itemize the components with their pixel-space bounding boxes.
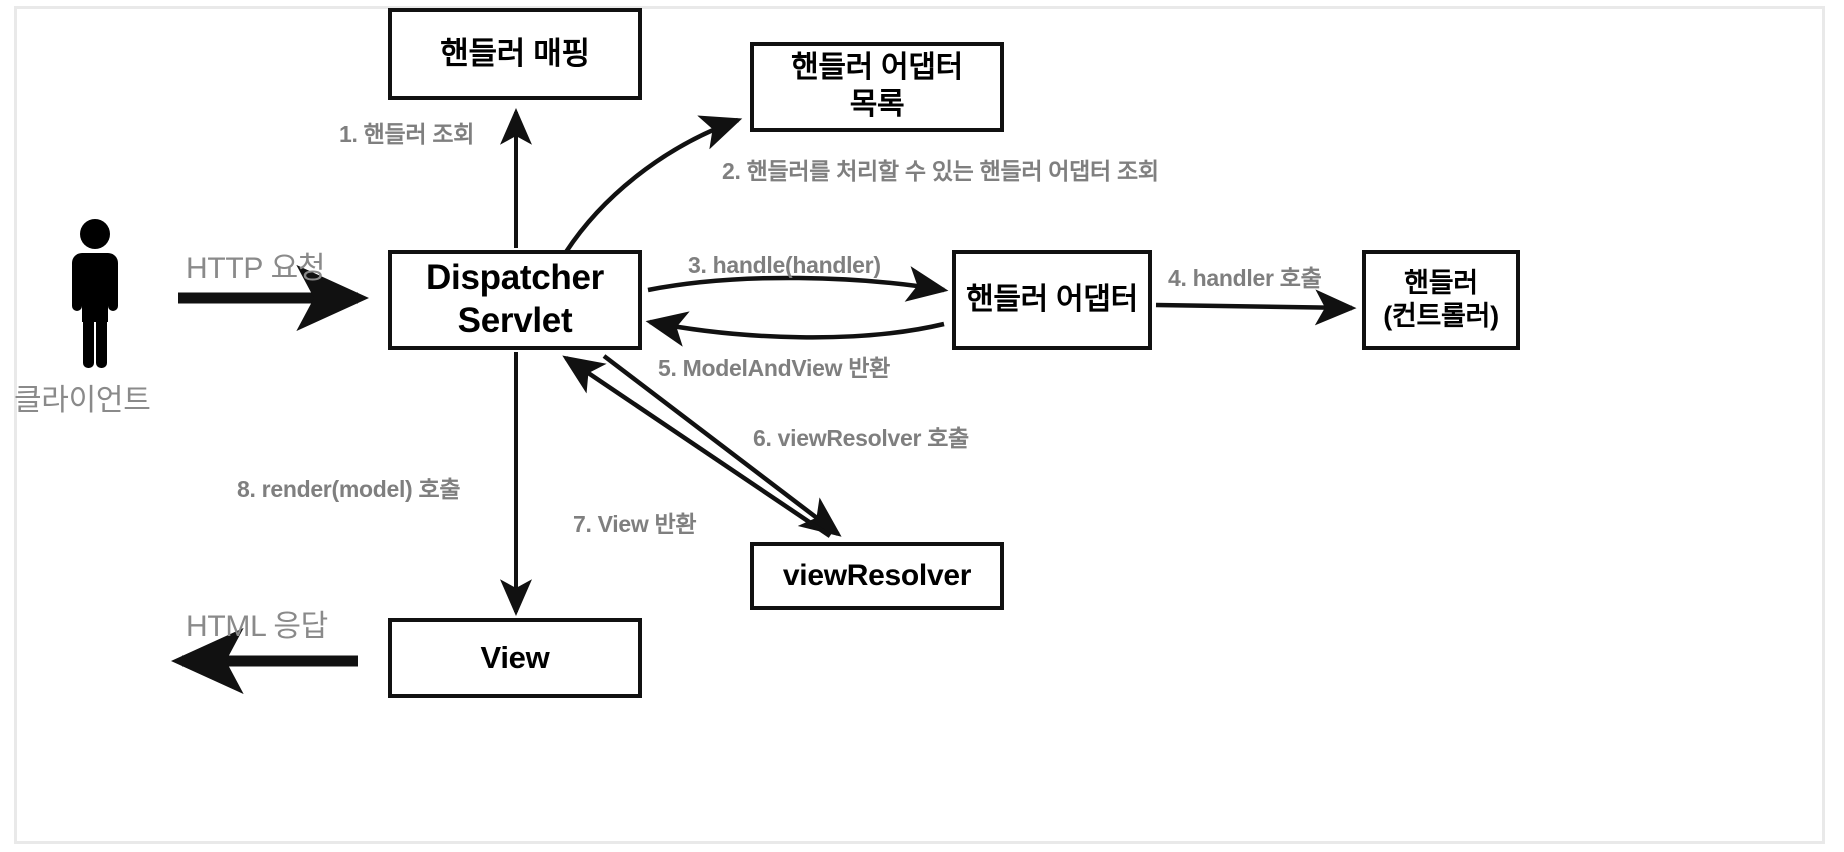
node-handler-controller-label: 핸들러 (컨트롤러) [1383,268,1499,331]
arrow-step2 [564,115,743,254]
edge-label-step7: 7. View 반환 [573,511,697,537]
node-handler-adapter-list[interactable]: 핸들러 어댑터 목록 [750,42,1004,132]
edge-label-step8: 8. render(model) 호출 [237,476,461,502]
edge-label-step6: 6. viewResolver 호출 [753,425,969,451]
client-label: 클라이언트 [14,384,151,417]
edge-label-http-request: HTTP 요청 [186,252,326,285]
node-handler-mapping[interactable]: 핸들러 매핑 [388,8,642,100]
image-frame [14,6,1825,844]
node-dispatcher-servlet[interactable]: Dispatcher Servlet [388,250,642,350]
edge-label-step3: 3. handle(handler) [688,252,881,278]
edge-label-step4: 4. handler 호출 [1168,265,1322,291]
arrow-step3 [647,266,949,302]
node-view-resolver[interactable]: viewResolver [750,542,1004,610]
edge-label-step2: 2. 핸들러를 처리할 수 있는 핸들러 어댑터 조회 [722,158,1159,184]
edge-label-http-response: HTML 응답 [186,610,328,643]
node-handler-adapter-list-label: 핸들러 어댑터 목록 [791,51,963,121]
edge-label-step5: 5. ModelAndView 반환 [658,355,891,381]
arrow-step6 [602,354,842,537]
arrow-step7 [562,355,832,538]
node-view-label: View [480,640,550,676]
node-handler-mapping-label: 핸들러 매핑 [440,36,590,72]
edge-label-step1: 1. 핸들러 조회 [339,121,475,147]
node-handler-adapter-label: 핸들러 어댑터 [966,282,1138,316]
arrow-step5 [645,311,945,347]
node-view[interactable]: View [388,618,642,698]
node-handler-controller[interactable]: 핸들러 (컨트롤러) [1362,250,1520,350]
person-icon [72,219,118,368]
node-view-resolver-label: viewResolver [782,558,972,592]
arrow-step4 [1155,289,1357,326]
node-dispatcher-servlet-label: Dispatcher Servlet [426,258,604,340]
node-handler-adapter[interactable]: 핸들러 어댑터 [952,250,1152,350]
